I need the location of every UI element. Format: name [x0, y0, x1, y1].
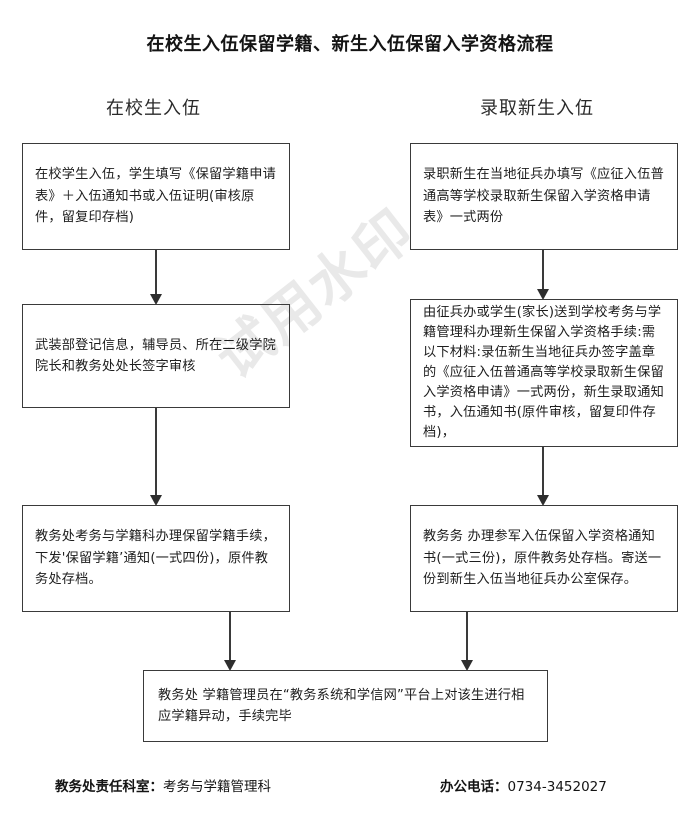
flow-node-left-2: 武装部登记信息，辅导员、所在二级学院院长和教务处处长签字审核	[22, 304, 290, 408]
footer-responsible-label: 教务处责任科室：	[55, 779, 163, 795]
flow-node-right-3-text: 教务务 办理参军入伍保留入学资格通知书(一式三份)，原件教务处存档。寄送一份到新…	[423, 529, 662, 588]
arrow-right-1-to-2	[537, 250, 549, 300]
footer-phone-value: 0734-3452027	[507, 779, 607, 795]
arrow-line	[155, 250, 157, 296]
arrow-line	[229, 612, 231, 662]
arrow-head-icon	[537, 289, 549, 300]
arrow-head-icon	[461, 660, 473, 671]
flow-node-right-1-text: 录职新生在当地征兵办填写《应征入伍普通高等学校录取新生保留入学资格申请表》一式两…	[423, 167, 664, 226]
arrow-line	[542, 250, 544, 291]
footer-office-phone: 办公电话：0734-3452027	[440, 775, 607, 795]
arrow-line	[542, 447, 544, 497]
flow-node-left-3: 教务处考务与学籍科办理保留学籍手续，下发'保留学籍’通知(一式四份)，原件教务处…	[22, 505, 290, 612]
footer-responsible-value: 考务与学籍管理科	[163, 779, 271, 795]
arrow-head-icon	[537, 495, 549, 506]
flow-node-left-1-text: 在校学生入伍，学生填写《保留学籍申请表》＋入伍通知书或入伍证明(审核原件，留复印…	[35, 167, 276, 226]
flow-node-left-3-text: 教务处考务与学籍科办理保留学籍手续，下发'保留学籍’通知(一式四份)，原件教务处…	[35, 529, 276, 588]
arrow-line	[155, 408, 157, 497]
arrow-left-1-to-2	[150, 250, 162, 305]
flow-node-final: 教务处 学籍管理员在“教务系统和学信网”平台上对该生进行相应学籍异动，手续完毕	[143, 670, 548, 742]
page-title: 在校生入伍保留学籍、新生入伍保留入学资格流程	[146, 34, 554, 55]
footer-responsible-office: 教务处责任科室：考务与学籍管理科	[55, 775, 271, 795]
column-header-left: 在校生入伍	[106, 98, 201, 119]
column-header-right: 录取新生入伍	[480, 98, 594, 119]
flow-node-final-text: 教务处 学籍管理员在“教务系统和学信网”平台上对该生进行相应学籍异动，手续完毕	[158, 687, 525, 724]
footer-phone-label: 办公电话：	[440, 779, 508, 795]
flow-node-right-1: 录职新生在当地征兵办填写《应征入伍普通高等学校录取新生保留入学资格申请表》一式两…	[410, 143, 678, 250]
flow-node-left-1: 在校学生入伍，学生填写《保留学籍申请表》＋入伍通知书或入伍证明(审核原件，留复印…	[22, 143, 290, 250]
flow-node-left-2-text: 武装部登记信息，辅导员、所在二级学院院长和教务处处长签字审核	[35, 337, 276, 374]
footer: 教务处责任科室：考务与学籍管理科 办公电话：0734-3452027	[0, 775, 700, 805]
flow-node-right-2-text: 由征兵办或学生(家长)送到学校考务与学籍管理科办理新生保留入学资格手续:需以下材…	[423, 304, 664, 441]
arrow-left-2-to-3	[150, 408, 162, 506]
arrow-head-icon	[224, 660, 236, 671]
arrow-right-3-to-final	[461, 612, 473, 671]
arrow-right-2-to-3	[537, 447, 549, 506]
arrow-head-icon	[150, 495, 162, 506]
flow-node-right-2: 由征兵办或学生(家长)送到学校考务与学籍管理科办理新生保留入学资格手续:需以下材…	[410, 299, 678, 447]
arrow-head-icon	[150, 294, 162, 305]
arrow-line	[466, 612, 468, 662]
flow-node-right-3: 教务务 办理参军入伍保留入学资格通知书(一式三份)，原件教务处存档。寄送一份到新…	[410, 505, 678, 612]
arrow-left-3-to-final	[224, 612, 236, 671]
